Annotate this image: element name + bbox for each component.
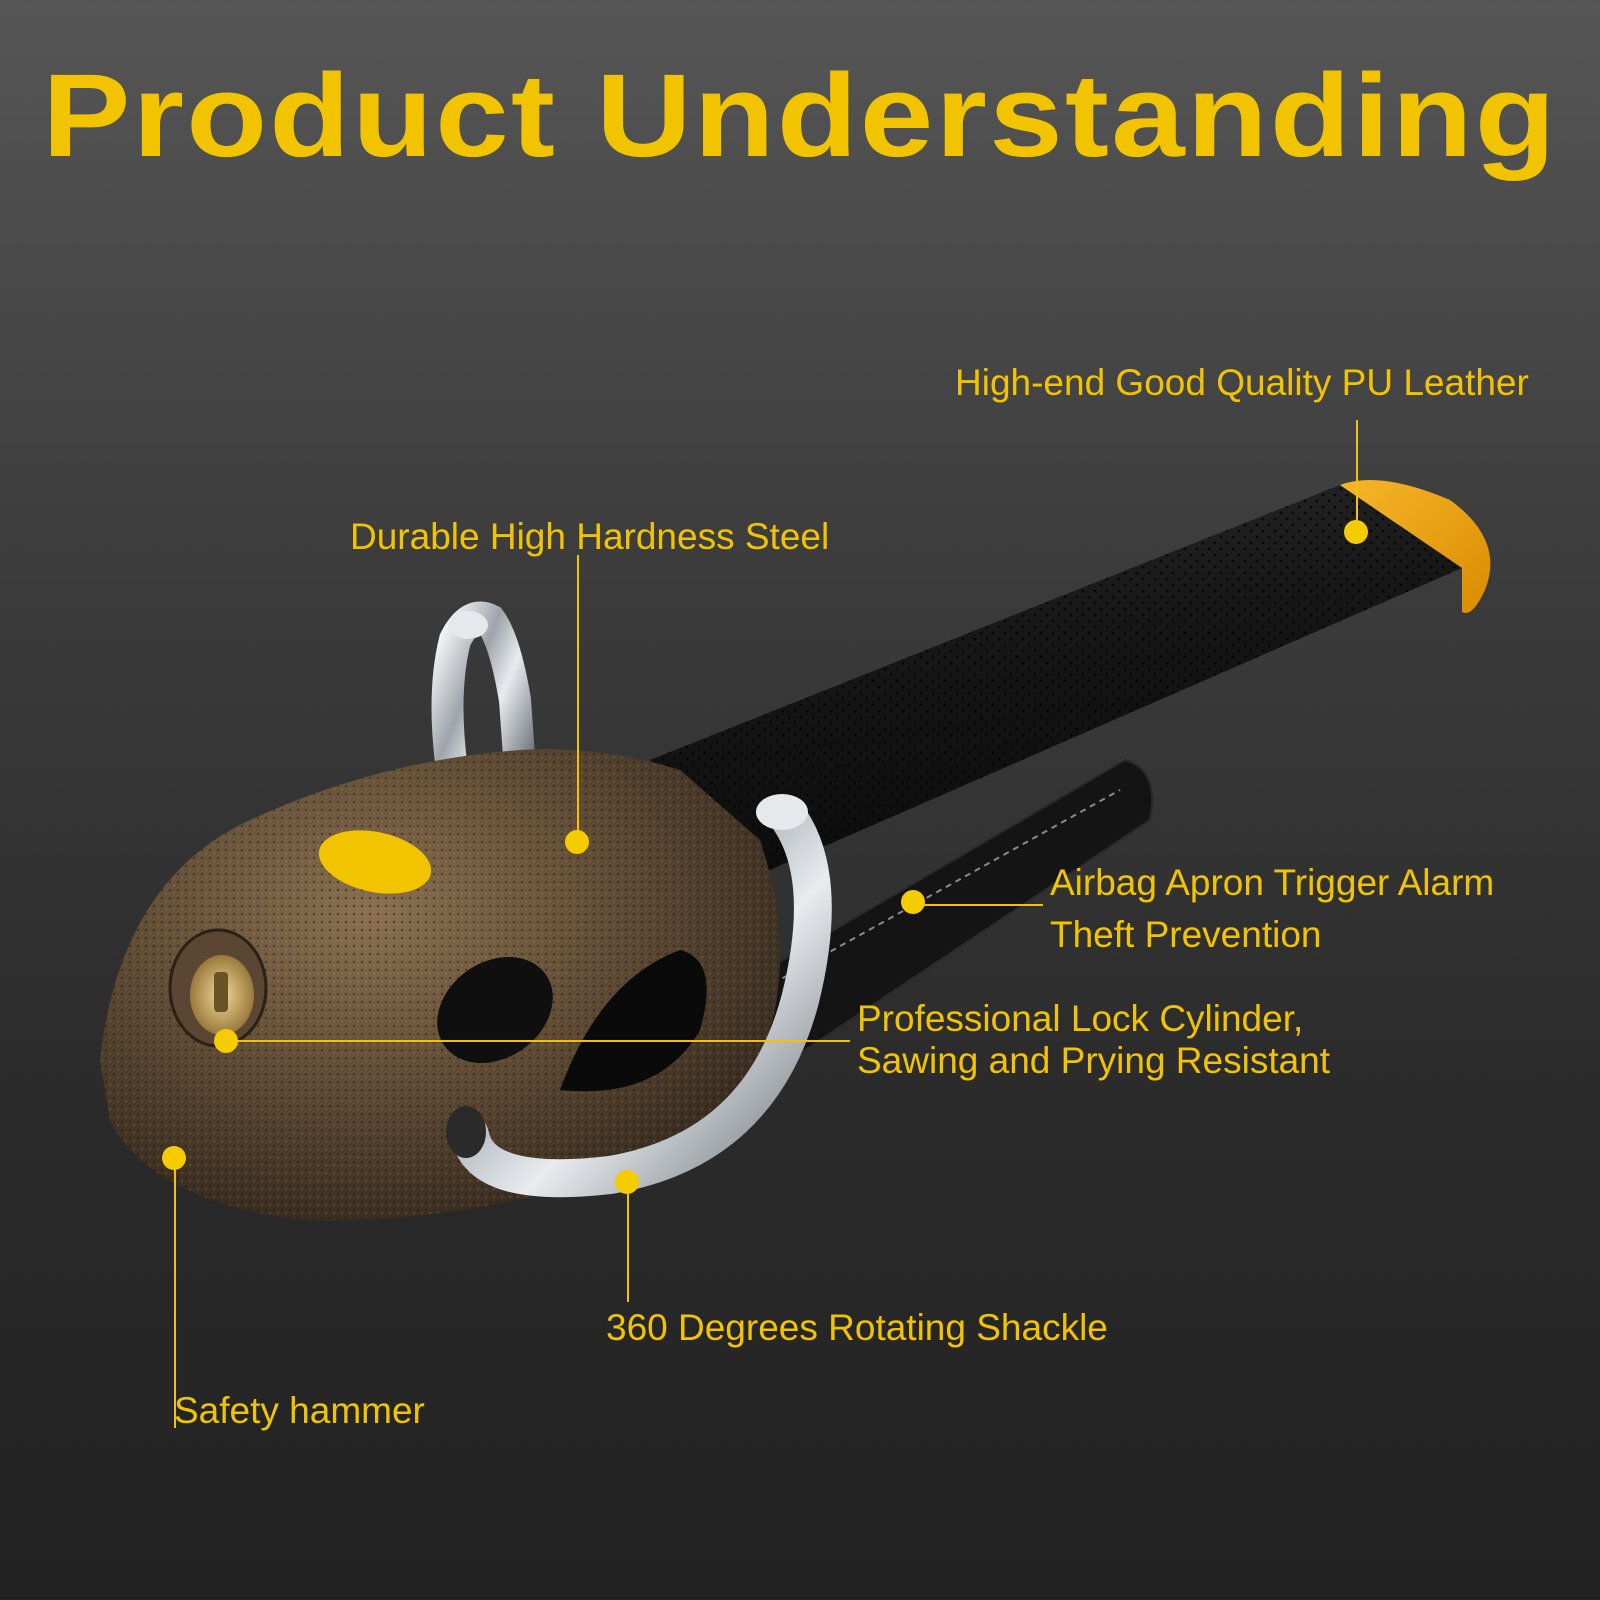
page-title: Product Understanding [42, 50, 1558, 182]
leader-steel [577, 555, 579, 840]
callout-hammer: Safety hammer [174, 1390, 425, 1431]
leader-lock [225, 1040, 850, 1042]
marker-hammer [162, 1146, 186, 1170]
leader-shackle [627, 1182, 629, 1302]
leader-pu-leather [1356, 420, 1358, 525]
marker-airbag [901, 890, 925, 914]
marker-pu-leather [1344, 520, 1368, 544]
marker-steel [565, 830, 589, 854]
callout-shackle: 360 Degrees Rotating Shackle [606, 1307, 1108, 1348]
callout-steel: Durable High Hardness Steel [350, 516, 830, 557]
leader-airbag [915, 904, 1043, 906]
callout-airbag-line1: Airbag Apron Trigger Alarm [1050, 862, 1495, 903]
marker-shackle [615, 1170, 639, 1194]
callout-lock-line1: Professional Lock Cylinder, [857, 998, 1304, 1039]
leader-hammer [174, 1158, 176, 1428]
marker-lock [214, 1029, 238, 1053]
callout-pu-leather: High-end Good Quality PU Leather [955, 362, 1529, 403]
callout-lock-line2: Sawing and Prying Resistant [857, 1040, 1331, 1081]
callout-airbag-line2: Theft Prevention [1050, 914, 1322, 955]
